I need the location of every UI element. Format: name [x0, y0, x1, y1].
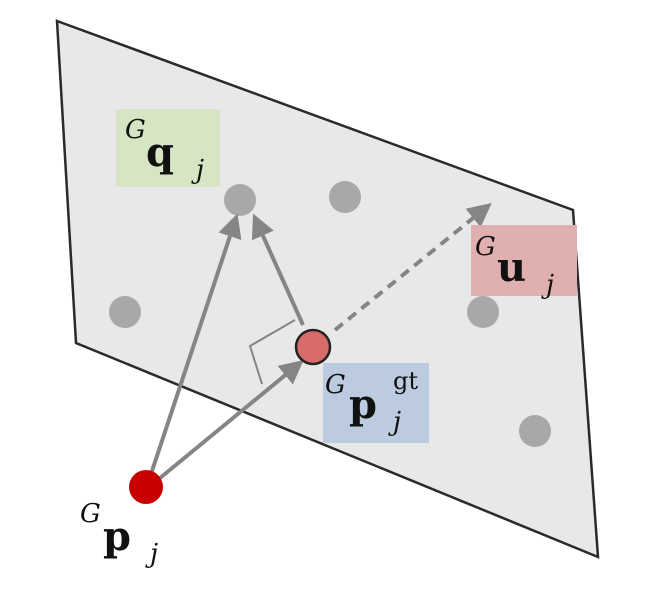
gray-point: [519, 415, 551, 447]
pgt-label-main: p: [349, 381, 377, 428]
p-label-main: p: [103, 513, 131, 560]
arrow-p-to-pgt: [158, 359, 304, 480]
gray-point: [467, 296, 499, 328]
pgt-label-sup-right: gt: [393, 367, 418, 395]
u-label-highlight: [471, 225, 577, 296]
right-angle-marker: [248, 319, 296, 385]
arrow-p-to-q: [148, 213, 242, 478]
pgt-point: [294, 328, 332, 366]
u-label-main: u: [497, 244, 526, 291]
gray-point-q: [224, 184, 256, 216]
q-label-sup: G: [125, 115, 146, 145]
arrow-pgt-to-q: [251, 213, 305, 326]
q-label-highlight: [116, 109, 220, 187]
p-label-sub: j: [145, 539, 158, 569]
u-label-sup: G: [475, 232, 496, 262]
pgt-label-highlight: [323, 363, 429, 443]
pgt-label-sup: G: [325, 370, 346, 400]
gray-point: [329, 181, 361, 213]
p-label-sup: G: [80, 499, 101, 529]
gray-point: [109, 296, 141, 328]
q-label-main: q: [146, 129, 174, 176]
p-label: G p j: [80, 499, 158, 569]
p-point: [129, 470, 163, 504]
